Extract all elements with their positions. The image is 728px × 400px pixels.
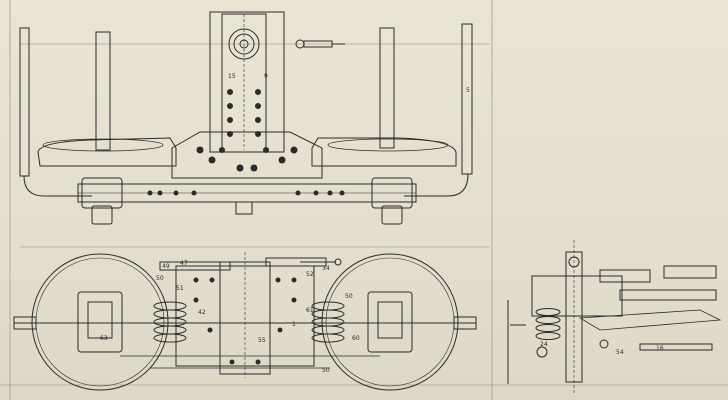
callout-label: 50 (322, 367, 330, 374)
left-wheel (31, 253, 169, 391)
beam-rivets (147, 190, 345, 196)
callout-label: 47 (180, 260, 188, 267)
end-view-spring (535, 308, 561, 340)
callout-label: 61 (306, 307, 314, 314)
right-spring-stack (311, 301, 345, 343)
callout-label: 55 (258, 337, 266, 344)
callout-labels: 5 15 9 49 47 50 51 52 34 42 55 50 1 60 6… (100, 73, 664, 374)
plan-view (13, 252, 477, 391)
column-bolts (219, 89, 269, 153)
callout-label: 52 (306, 271, 314, 278)
bolster-frame (175, 265, 315, 367)
callout-label: 1 (292, 321, 296, 328)
right-curved-bar (404, 173, 469, 197)
end-view-frame (531, 275, 623, 317)
callout-label: 24 (540, 341, 548, 348)
central-column (209, 11, 285, 153)
callout-label: 49 (162, 263, 170, 270)
end-view (507, 240, 722, 395)
right-journal-box (367, 291, 413, 353)
callout-label: 16 (656, 345, 664, 352)
left-curved-bar (23, 175, 92, 197)
left-inner-post (95, 31, 111, 151)
gear-wheel (228, 28, 260, 60)
left-journal-box (77, 291, 123, 353)
callout-label: 50 (156, 275, 164, 282)
left-spring-stack (153, 301, 187, 343)
callout-label: 51 (176, 285, 184, 292)
callout-label: 60 (352, 335, 360, 342)
handle-lever (295, 39, 345, 49)
frame-rivets (193, 277, 297, 365)
center-bracket (171, 131, 323, 179)
right-outer-post (461, 23, 473, 175)
callout-label: 42 (198, 309, 206, 316)
callout-label: 5 (466, 87, 470, 94)
left-outer-post (19, 27, 30, 177)
bracket-bolts (196, 146, 298, 172)
callout-label: 50 (345, 293, 353, 300)
right-wheel (321, 253, 459, 391)
elevation-view (19, 11, 473, 225)
callout-label: 54 (616, 349, 624, 356)
callout-label: 15 (228, 73, 236, 80)
right-inner-post (379, 27, 395, 149)
end-view-arm (663, 265, 717, 279)
callout-label: 9 (264, 73, 268, 80)
callout-label: 34 (322, 265, 330, 272)
callout-label: 63 (100, 335, 108, 342)
right-wheel-plate (311, 137, 457, 167)
left-wheel-plate (37, 137, 177, 167)
